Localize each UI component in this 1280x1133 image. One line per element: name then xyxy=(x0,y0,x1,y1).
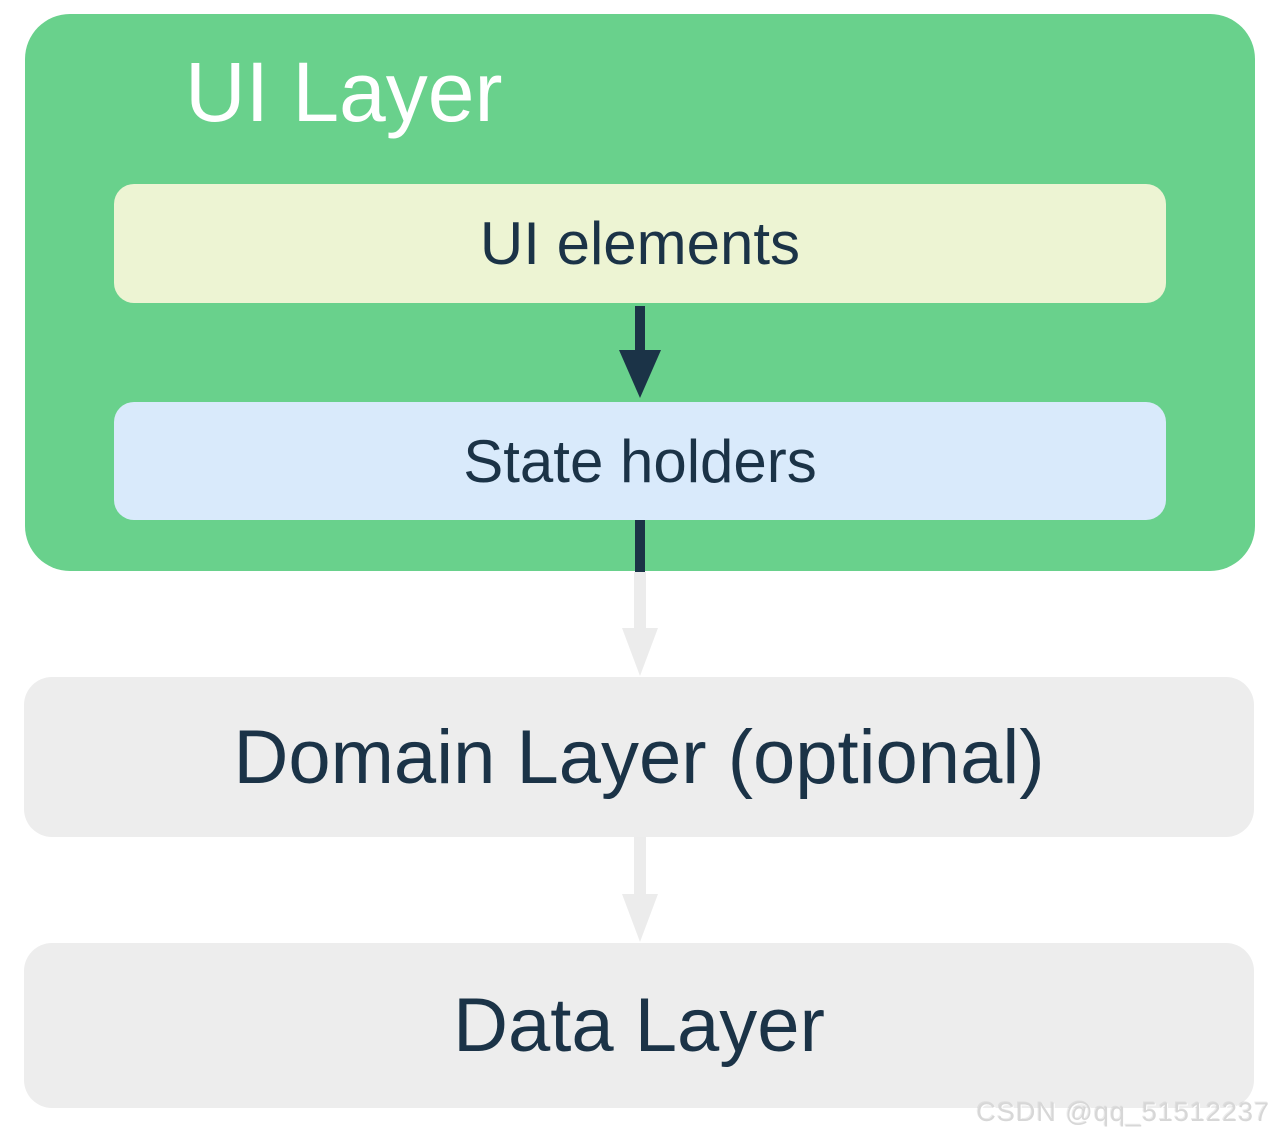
data-layer-label: Data Layer xyxy=(453,983,825,1068)
arrow-down-icon xyxy=(622,572,658,676)
arrow-stem xyxy=(634,837,646,897)
domain-layer-box: Domain Layer (optional) xyxy=(24,677,1254,837)
arrow-stem xyxy=(635,306,645,354)
ui-layer-title: UI Layer xyxy=(185,45,503,139)
arrow-down-icon xyxy=(622,837,658,942)
arrow-down-icon xyxy=(619,306,661,398)
ui-elements-box: UI elements xyxy=(114,184,1166,303)
arrow-stem xyxy=(634,572,646,632)
arrow-head xyxy=(619,350,661,398)
state-holders-box: State holders xyxy=(114,402,1166,520)
data-layer-box: Data Layer xyxy=(24,943,1254,1108)
connector-line-dark xyxy=(635,520,645,572)
arrow-head xyxy=(622,628,658,676)
ui-elements-label: UI elements xyxy=(479,210,801,277)
domain-layer-label: Domain Layer (optional) xyxy=(233,714,1045,800)
state-holders-label: State holders xyxy=(463,427,817,495)
watermark: CSDN @qq_51512237 xyxy=(976,1097,1270,1127)
arrow-head xyxy=(622,894,658,942)
